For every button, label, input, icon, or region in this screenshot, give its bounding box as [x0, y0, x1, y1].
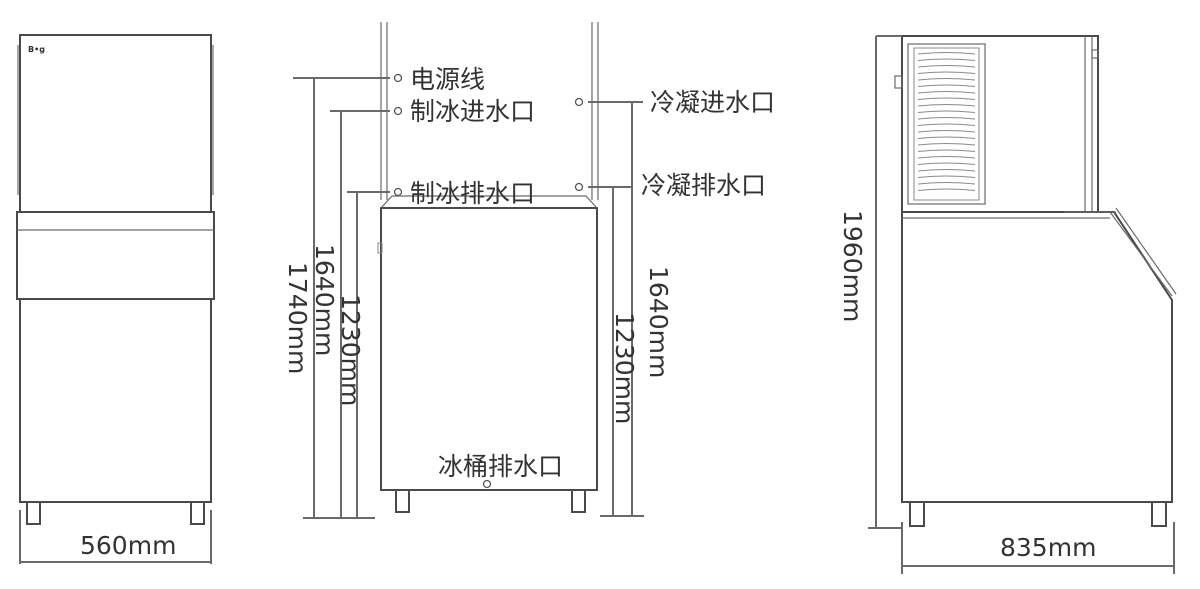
foot-right — [190, 501, 205, 525]
front-view: B•g 560mm — [16, 34, 215, 564]
dimension-1740: 1740mm — [283, 262, 312, 374]
port-marker-icon — [393, 73, 403, 83]
dimension-1230-right: 1230mm — [610, 312, 639, 424]
label-condenser-water-drain: 冷凝排水口 — [641, 171, 766, 200]
label-condenser-water-inlet: 冷凝进水口 — [650, 88, 775, 117]
depth-dimension-label: 835mm — [1000, 533, 1096, 562]
label-ice-water-inlet: 制冰进水口 — [410, 97, 535, 126]
foot-left — [26, 501, 41, 525]
port-marker-icon — [393, 106, 403, 116]
port-marker-icon — [574, 182, 584, 192]
bin-side-body — [380, 207, 598, 491]
width-dimension-label: 560mm — [80, 531, 176, 560]
ice-bin-body — [19, 298, 212, 503]
ice-maker-head — [19, 34, 212, 213]
label-bin-drain: 冰桶排水口 — [438, 452, 563, 481]
dimension-1640-left: 1640mm — [310, 244, 339, 356]
side-view: 电源线 制冰进水口 制冰排水口 冷凝进水口 冷凝排水口 冰桶排水口 1740mm… — [283, 22, 775, 519]
ice-bin-top — [16, 211, 215, 300]
dimension-1230-left: 1230mm — [336, 294, 365, 406]
label-ice-water-drain: 制冰排水口 — [410, 179, 535, 208]
height-dimension-label: 1960mm — [838, 210, 867, 322]
label-power-cord: 电源线 — [410, 65, 485, 94]
rear-bin-body — [901, 211, 1173, 503]
port-marker-icon — [393, 187, 403, 197]
condenser-grille-icon — [907, 43, 986, 205]
logo-badge-icon: B•g — [28, 45, 45, 54]
rear-view: 1960mm 835mm — [838, 35, 1177, 574]
port-marker-icon — [574, 97, 584, 107]
port-marker-icon — [482, 479, 492, 489]
dimension-1640-right: 1640mm — [644, 266, 673, 378]
